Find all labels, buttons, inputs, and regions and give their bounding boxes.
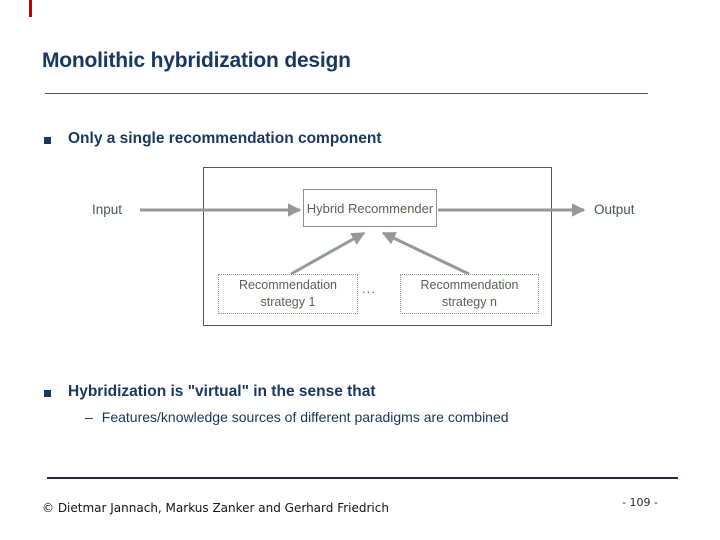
copyright-text: © Dietmar Jannach, Markus Zanker and Ger… xyxy=(42,501,389,515)
bullet-2-text: Hybridization is "virtual" in the sense … xyxy=(68,383,376,400)
slide-title: Monolithic hybridization design xyxy=(42,49,351,72)
bullet-icon xyxy=(44,137,51,144)
strategy-1-box: Recommendation strategy 1 xyxy=(218,274,358,314)
bullet-1-text: Only a single recommendation component xyxy=(68,130,382,147)
strategy-n-box: Recommendation strategy n xyxy=(400,274,539,314)
bullet-icon xyxy=(44,390,51,397)
ellipsis-text: ... xyxy=(362,281,376,296)
sub-bullet: –Features/knowledge sources of different… xyxy=(85,409,509,425)
input-label: Input xyxy=(92,202,123,217)
title-underline xyxy=(45,93,648,94)
page-number: - 109 - xyxy=(622,496,658,509)
footer-divider xyxy=(47,477,678,479)
hybrid-recommender-box: Hybrid Recommender xyxy=(303,189,437,227)
red-accent-mark xyxy=(29,0,32,17)
sub-bullet-dash: – xyxy=(85,409,93,425)
output-label: Output xyxy=(594,202,635,217)
sub-bullet-text: Features/knowledge sources of different … xyxy=(101,409,509,425)
